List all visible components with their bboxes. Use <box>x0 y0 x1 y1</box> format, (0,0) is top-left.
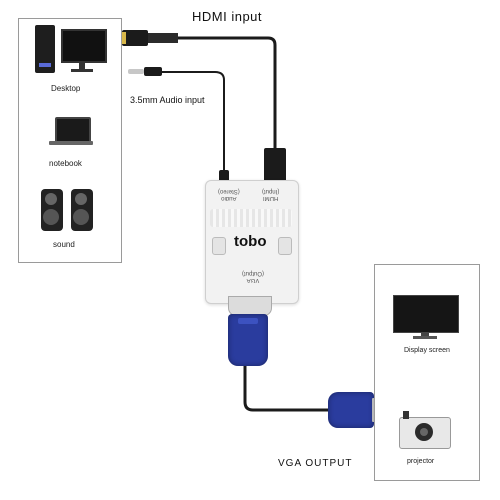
vga-plug-vertical-screw <box>238 318 258 324</box>
adapter-port-vga: VGA (Output) <box>242 269 264 283</box>
projector-icon <box>399 411 451 451</box>
audio-input-label: 3.5mm Audio input <box>130 95 205 105</box>
audio-plug-adapter <box>219 170 229 186</box>
source-label-sound: sound <box>53 240 75 249</box>
adapter-screw-left <box>212 237 226 255</box>
adapter-port-audio: Audio (Stereo) <box>218 187 240 201</box>
source-label-desktop: Desktop <box>51 84 81 93</box>
adapter-vga-connector <box>228 296 272 316</box>
monitor-icon <box>393 295 459 339</box>
vga-cable <box>243 364 330 412</box>
audio-jack-body <box>144 67 162 76</box>
source-devices-panel: Desktop notebook sound <box>18 18 122 263</box>
source-label-notebook: notebook <box>49 159 82 168</box>
adapter-body: Audio (Stereo) HDMI (Input) tobo VGA (Ou… <box>205 180 299 304</box>
output-devices-panel: Display screen projector <box>374 264 480 481</box>
adapter-port-hdmi: HDMI (Input) <box>262 187 279 201</box>
laptop-icon <box>49 117 93 147</box>
adapter-hdmi-label: HDMI <box>263 195 279 201</box>
adapter-ridge <box>210 209 292 227</box>
desktop-icon <box>35 25 107 75</box>
hdmi-cable <box>178 36 277 150</box>
hdmi-plug-contacts <box>120 32 126 44</box>
adapter-screw-right <box>278 237 292 255</box>
vga-plug-horizontal <box>328 392 374 428</box>
speakers-icon <box>41 189 97 233</box>
vga-output-label: VGA OUTPUT <box>278 458 353 469</box>
output-label-display: Display screen <box>404 347 450 354</box>
output-label-projector: projector <box>407 458 435 465</box>
hdmi-plug-adapter <box>264 148 286 184</box>
adapter-vga-label: VGA <box>246 277 260 283</box>
adapter-audio-label: Audio <box>221 195 237 201</box>
adapter-brand: tobo <box>234 233 267 250</box>
hdmi-input-label: HDMI input <box>192 9 263 24</box>
adapter-hdmi-sub: (Input) <box>262 188 280 194</box>
hdmi-plug-top-tip <box>148 33 178 43</box>
audio-cable <box>160 71 225 178</box>
adapter-audio-sub: (Stereo) <box>218 188 240 194</box>
hdmi-plug-top <box>122 30 148 46</box>
adapter-vga-sub: (Output) <box>242 270 265 276</box>
audio-jack-plug <box>128 69 144 74</box>
